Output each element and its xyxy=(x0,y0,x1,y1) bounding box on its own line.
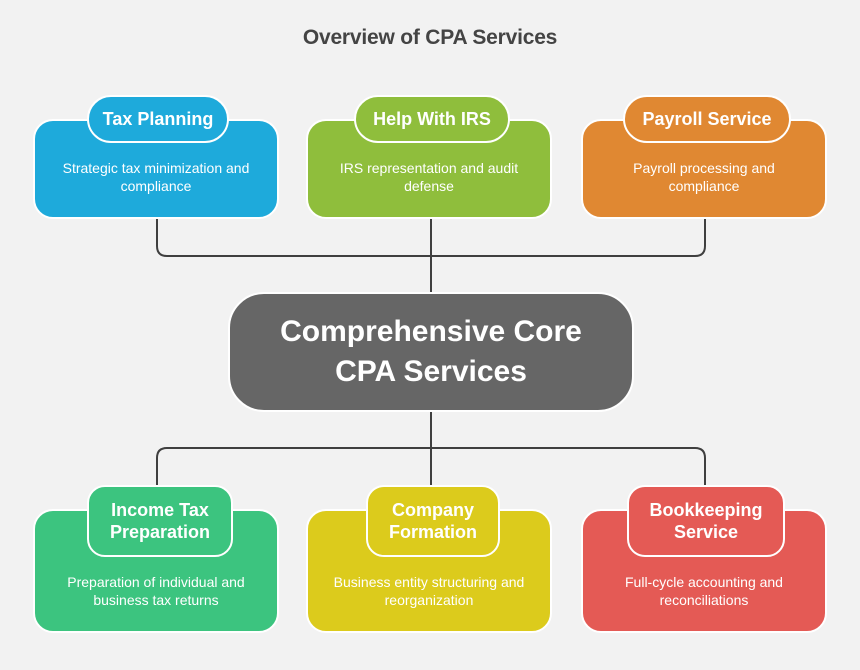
service-description: Preparation of individual and business t… xyxy=(67,574,245,608)
diagram-title: Overview of CPA Services xyxy=(302,26,558,49)
service-title: Help With IRS xyxy=(373,109,491,129)
service-card-help-with-irs: Help With IRS IRS representation and aud… xyxy=(306,95,552,219)
service-card-company-formation: Company Formation Business entity struct… xyxy=(306,485,552,633)
service-title-pill: Bookkeeping Service xyxy=(627,485,785,557)
service-title: Bookkeeping Service xyxy=(649,500,763,542)
service-title-pill: Company Formation xyxy=(366,485,500,557)
center-label: Comprehensive Core CPA Services xyxy=(280,315,582,388)
service-description: IRS representation and audit defense xyxy=(339,160,519,194)
service-description: Business entity structuring and reorgani… xyxy=(333,574,525,608)
service-title-pill: Tax Planning xyxy=(87,95,229,143)
service-card-payroll-service: Payroll Service Payroll processing and c… xyxy=(581,95,827,219)
service-title-pill: Payroll Service xyxy=(623,95,791,143)
service-title: Tax Planning xyxy=(102,109,214,129)
service-title-pill: Income Tax Preparation xyxy=(87,485,233,557)
service-title: Company Formation xyxy=(389,500,477,542)
service-description: Full-cycle accounting and reconciliation… xyxy=(625,574,783,608)
bottom-connector xyxy=(156,412,706,488)
service-title: Payroll Service xyxy=(642,109,772,129)
center-node: Comprehensive Core CPA Services xyxy=(228,292,634,412)
service-card-bookkeeping-service: Bookkeeping Service Full-cycle accountin… xyxy=(581,485,827,633)
service-title: Income Tax Preparation xyxy=(109,500,211,542)
service-description: Payroll processing and compliance xyxy=(633,160,775,194)
service-card-income-tax-preparation: Income Tax Preparation Preparation of in… xyxy=(33,485,279,633)
service-title-pill: Help With IRS xyxy=(354,95,510,143)
service-description: Strategic tax minimization and complianc… xyxy=(62,160,250,194)
service-card-tax-planning: Tax Planning Strategic tax minimization … xyxy=(33,95,279,219)
top-connector xyxy=(156,218,706,292)
